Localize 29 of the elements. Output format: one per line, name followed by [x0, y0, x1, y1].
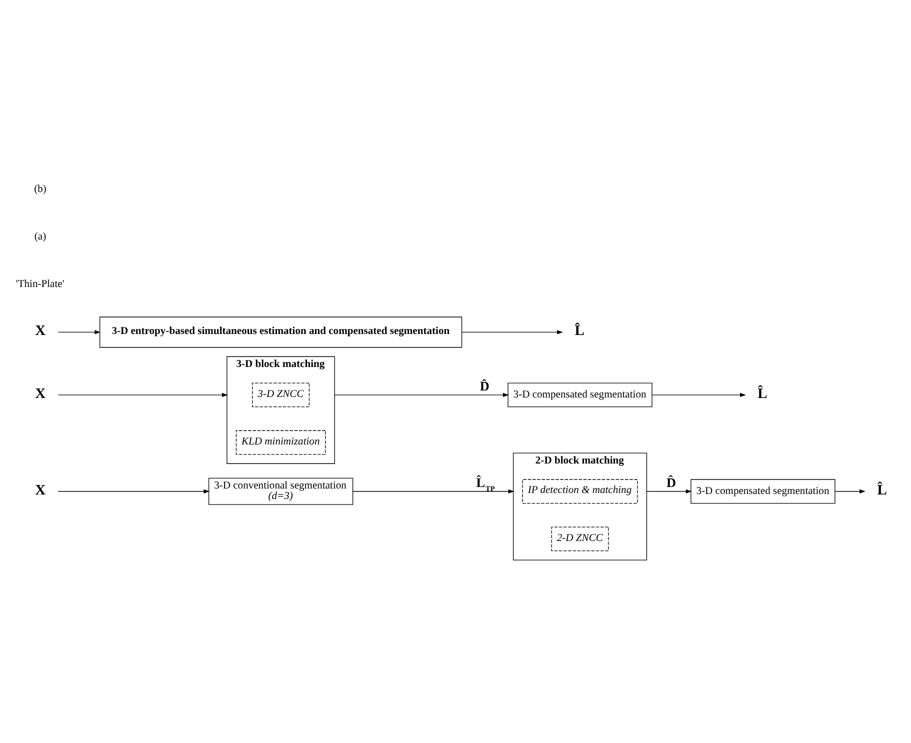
node-box: 3-D entropy-based simultaneous estimation and compensated segmentation: [100, 316, 462, 348]
node-box: 3-D ZNCC: [252, 382, 310, 408]
node-box: 3-D compensated segmentation: [690, 479, 836, 504]
node-text: X: [35, 482, 46, 498]
node-box: 3-D compensated segmentation: [508, 382, 652, 408]
node-box: 3-D conventional segmentation (d=3): [208, 478, 354, 505]
node-box: KLD minimization: [236, 430, 326, 455]
node-box: 2-D ZNCC: [551, 526, 609, 552]
node-box: IP detection & matching: [522, 479, 638, 504]
arrow: [352, 489, 514, 494]
edge-label: D̂: [480, 378, 490, 394]
node-text: X: [35, 386, 46, 402]
arrow: [58, 330, 101, 334]
node-text: L̂: [877, 482, 887, 498]
arrow: [58, 392, 228, 398]
edge-label: D̂: [666, 474, 676, 490]
node-text: X: [35, 323, 46, 340]
edge-label: L̂$_{TP}$: [476, 474, 495, 493]
label: (b): [34, 184, 46, 196]
label: (a): [34, 232, 46, 243]
arrow: [646, 489, 692, 494]
arrow: [58, 489, 210, 494]
arrow: [834, 489, 866, 494]
node-text: L̂: [574, 323, 584, 340]
arrow: [652, 392, 746, 398]
label: 'Thin-Plate': [16, 279, 64, 290]
arrow: [334, 392, 509, 398]
node-text: L̂: [758, 386, 768, 402]
arrow: [462, 330, 563, 334]
